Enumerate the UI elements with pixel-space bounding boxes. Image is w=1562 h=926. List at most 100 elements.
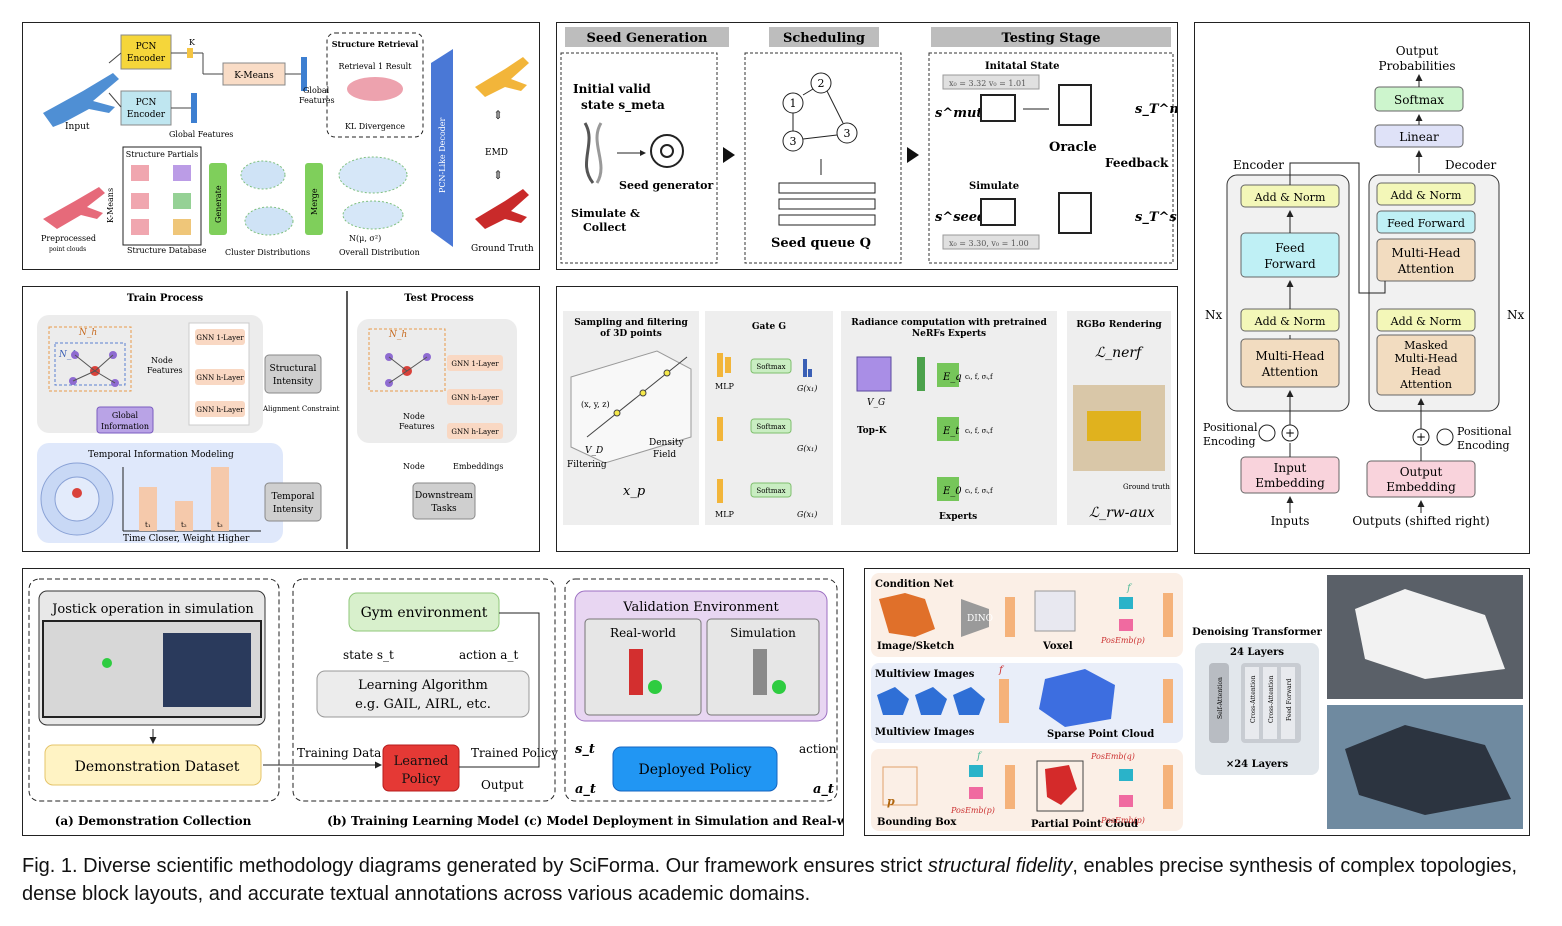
- monster-white-icon: [1355, 589, 1505, 679]
- mlp-label: MLP: [715, 382, 735, 391]
- xp-label: x_p: [623, 484, 646, 499]
- feed-forward-label: Feed Forward: [1387, 217, 1465, 230]
- pcn-encoder-label: PCN: [136, 42, 157, 52]
- global-features-label: Features: [299, 96, 335, 105]
- g-x1-label: G(x₁): [797, 384, 817, 393]
- global-features-bottom: Global Features: [169, 130, 233, 139]
- cross-attention-label: Cross-Attention: [1268, 675, 1275, 723]
- node-label: 3: [790, 135, 797, 148]
- cross-attention-label: Cross-Attention: [1250, 675, 1257, 723]
- partial-thumb: [131, 165, 149, 181]
- green-ball: [648, 680, 662, 694]
- ground-truth-label: Ground truth: [1123, 483, 1170, 491]
- temporal-bar: [139, 487, 157, 531]
- softmax-box: [750, 482, 792, 498]
- caption-b: (b) Training Learning Model: [327, 814, 519, 828]
- filtering-label: Filtering: [567, 460, 607, 470]
- gnn-diagram: Train Process Test Process N_h N_1 Node …: [37, 291, 517, 549]
- node-label: 1: [790, 97, 797, 110]
- ground-truth-airplane-icon: [475, 189, 529, 229]
- dna-icon: [583, 122, 595, 184]
- global-features-label: Global: [303, 86, 330, 95]
- gnn-layer-label: GNN 1-Layer: [196, 334, 244, 342]
- partial-box: [1036, 760, 1084, 812]
- add-norm-label: Add & Norm: [1390, 315, 1462, 328]
- graph-node: [810, 72, 832, 94]
- s-t-seed-label: s_T^seed: [1135, 210, 1177, 225]
- positional-wave-icon: [1258, 424, 1276, 442]
- plus-sign: +: [1416, 430, 1426, 444]
- softmax-box: [750, 358, 792, 374]
- train-process-title: Train Process: [127, 293, 204, 304]
- point-clouds-label: point clouds: [49, 246, 86, 253]
- caption-italic: structural fidelity: [927, 855, 1073, 877]
- 3d-grid: [570, 350, 692, 464]
- simulate-collect-label: Collect: [583, 221, 627, 234]
- posemb-cube: [1119, 619, 1133, 631]
- expert-e0: [937, 477, 959, 501]
- sampling-title: Sampling and filtering: [574, 318, 688, 328]
- multi-head-label: Attention: [1261, 365, 1319, 379]
- gnn-layer: [447, 355, 503, 371]
- feature-cube: [1119, 769, 1133, 781]
- structural-label: Structural: [270, 364, 317, 374]
- temporal-modeling-title: Temporal Information Modeling: [88, 450, 234, 460]
- self-attention-block: [1209, 663, 1229, 743]
- masked-label: Multi-Head: [1394, 352, 1457, 365]
- f-label: f: [1126, 583, 1133, 594]
- pcn-encoder-cyan: [120, 90, 172, 126]
- trained-policy-label: Trained Policy: [471, 746, 558, 760]
- feature-cube: [1119, 597, 1133, 609]
- image-sketch-label: Image/Sketch: [877, 641, 955, 652]
- positional-label: Encoding: [1457, 439, 1510, 452]
- state-smeta-label: state s_meta: [581, 98, 665, 113]
- vg-label: V_G: [867, 398, 885, 408]
- panel-fuzzing-pipeline: Seed Generation Scheduling Testing Stage…: [556, 22, 1178, 270]
- robot-arm-gray: [753, 649, 767, 695]
- nx-label: Nx: [1205, 308, 1223, 322]
- expert-output-label: cᵢ, f, σᵢ,f: [965, 487, 994, 495]
- pcn-encoder-yellow: [120, 34, 172, 70]
- time-closer-label: Time Closer, Weight Higher: [123, 534, 250, 544]
- multiview-thumb: [915, 687, 947, 715]
- gym-environment-box: [348, 592, 500, 632]
- partial-thumb: [173, 219, 191, 235]
- posemb-p-label: PosEmb(p): [1100, 816, 1145, 825]
- checklist-icon: [1058, 84, 1092, 126]
- experts-label: Experts: [939, 512, 977, 522]
- g-x1-label: G(x₁): [797, 444, 817, 453]
- deployed-policy-box: [612, 746, 778, 792]
- green-ball: [772, 680, 786, 694]
- gym-environment-label: Gym environment: [361, 605, 488, 621]
- feed-forward-label: Feed Forward: [1286, 678, 1293, 721]
- queue-slot: [778, 198, 876, 210]
- computer-icon: [980, 198, 1016, 226]
- dino-label: DINO: [967, 614, 993, 624]
- generate-block: [209, 163, 227, 235]
- density-label: Field: [653, 450, 676, 460]
- normal-label: N(μ, σ²): [349, 234, 381, 243]
- partial-thumb: [173, 165, 191, 181]
- temporal-intensity-box: [264, 482, 322, 522]
- robot-arm-red: [629, 649, 643, 695]
- output-label: Output: [481, 778, 524, 792]
- mlp-bar: [717, 479, 723, 503]
- mlp-bar: [725, 357, 731, 373]
- multi-head-label: Multi-Head: [1392, 246, 1461, 260]
- initial-valid-label: Initial valid: [573, 82, 651, 96]
- arrow-right-icon: [723, 147, 735, 163]
- ground-truth-label: Ground Truth: [471, 244, 534, 254]
- queue-slot: [778, 182, 876, 194]
- decoder-add-norm-bottom: [1376, 308, 1476, 332]
- node-label: 2: [818, 77, 825, 90]
- scheduling-box: [744, 52, 902, 264]
- alignment-label: Alignment Constraint: [262, 405, 340, 413]
- feed-forward-block: [1281, 667, 1295, 739]
- plus-sign: +: [1285, 426, 1295, 440]
- scheduling-title: Scheduling: [783, 31, 865, 46]
- pcn-encoder-label: PCN: [136, 98, 157, 108]
- sample-point: [663, 369, 671, 377]
- joystick-title: Jostick operation in simulation: [50, 602, 254, 617]
- at-right-label: a_t: [813, 782, 834, 797]
- structural-intensity-box: [264, 354, 322, 394]
